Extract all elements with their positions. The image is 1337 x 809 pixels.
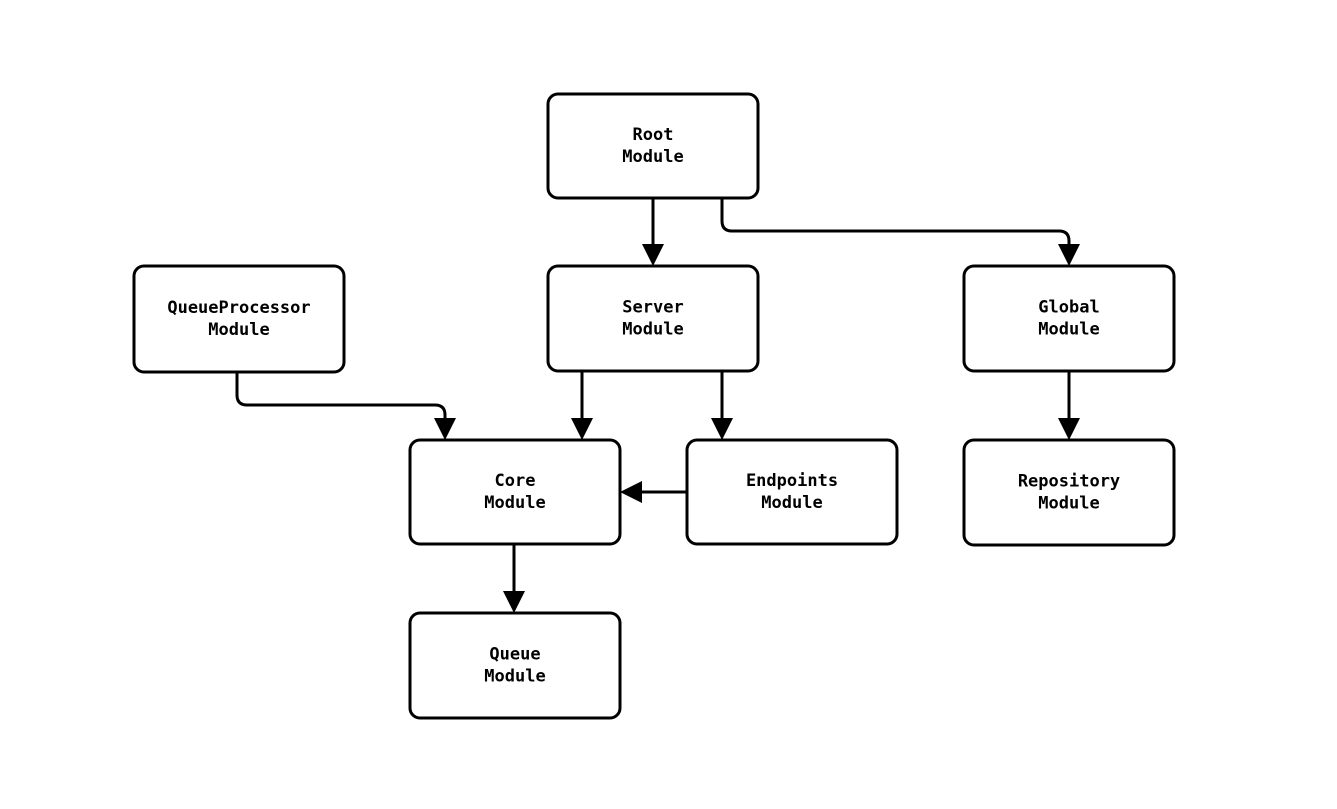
- arrowhead-icon: [503, 591, 525, 613]
- node-label-line1: QueueProcessor: [167, 298, 310, 318]
- node-label-line1: Repository: [1018, 472, 1120, 492]
- edge-server-core: [571, 371, 593, 440]
- node-box[interactable]: [962, 438, 1176, 547]
- node-label-line2: Module: [622, 147, 683, 167]
- arrowhead-icon: [711, 418, 733, 440]
- arrowhead-icon: [620, 481, 642, 503]
- node-label-line2: Module: [622, 320, 683, 340]
- arrowhead-icon: [1058, 418, 1080, 440]
- edge-line: [235, 372, 447, 418]
- edge-queueprocessor-core: [235, 372, 456, 440]
- edge-root-server: [642, 198, 664, 266]
- node-box[interactable]: [408, 611, 622, 720]
- arrowhead-icon: [642, 244, 664, 266]
- node-box[interactable]: [408, 438, 622, 546]
- node-label-line1: Endpoints: [746, 471, 838, 491]
- node-label-line2: Module: [484, 493, 545, 513]
- edge-root-global: [720, 198, 1080, 266]
- nodes-layer: RootModuleQueueProcessorModuleServerModu…: [132, 92, 1176, 720]
- edge-global-repository: [1058, 371, 1080, 440]
- node-label-line1: Queue: [489, 645, 540, 665]
- node-label-line2: Module: [1038, 494, 1099, 514]
- node-label-line1: Global: [1038, 298, 1099, 318]
- arrowhead-icon: [434, 418, 456, 440]
- edge-server-endpoints: [711, 371, 733, 440]
- edge-core-queue: [503, 544, 525, 613]
- node-box[interactable]: [962, 264, 1176, 373]
- node-box[interactable]: [546, 264, 760, 373]
- edge-endpoints-core: [620, 481, 687, 503]
- edge-line: [720, 198, 1071, 244]
- node-label-line1: Root: [633, 125, 674, 145]
- node-label-line1: Core: [495, 471, 536, 491]
- arrowhead-icon: [1058, 244, 1080, 266]
- node-label-line2: Module: [761, 493, 822, 513]
- node-box[interactable]: [685, 438, 899, 546]
- node-box[interactable]: [546, 92, 760, 200]
- node-label-line1: Server: [622, 298, 683, 318]
- edges-layer: [235, 198, 1080, 613]
- node-label-line2: Module: [1038, 320, 1099, 340]
- node-label-line2: Module: [208, 320, 269, 340]
- arrowhead-icon: [571, 418, 593, 440]
- node-label-line2: Module: [484, 667, 545, 687]
- node-box[interactable]: [132, 264, 346, 374]
